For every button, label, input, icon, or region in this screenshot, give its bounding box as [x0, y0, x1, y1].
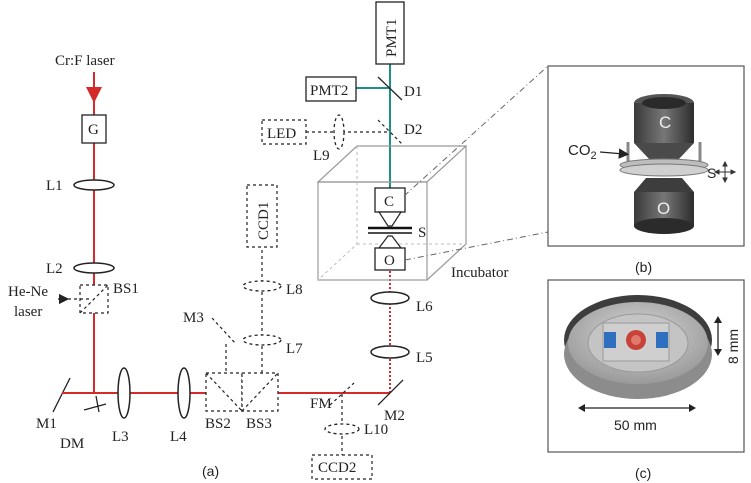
g-label: G	[88, 122, 99, 138]
bs2-label: BS2	[205, 416, 231, 432]
crf-laser-label: Cr:F laser	[55, 53, 115, 69]
dichroic-d1	[377, 76, 403, 101]
width-dimension-label: 50 mm	[614, 417, 657, 433]
he-ne-label: He-Ne	[8, 284, 48, 300]
co2-label: CO2	[568, 142, 597, 162]
pmt1-label: PMT1	[384, 19, 400, 57]
caption-b: (b)	[635, 259, 652, 275]
he-ne-laser-label: laser	[14, 304, 42, 320]
l4-label: L4	[170, 429, 187, 445]
o-label: O	[384, 253, 395, 269]
l6-label: L6	[416, 299, 433, 315]
lens-l10	[324, 423, 360, 435]
ccd2-label: CCD2	[318, 460, 356, 476]
l2-label: L2	[46, 261, 63, 277]
incubator-label: Incubator	[451, 265, 508, 281]
ccd1-label: CCD1	[256, 202, 272, 240]
dm-label: DM	[60, 436, 84, 452]
stage-move-icon	[713, 160, 737, 184]
inset-connector-bottom	[404, 231, 549, 261]
lens-l9	[333, 114, 345, 150]
m2-label: M2	[384, 408, 405, 424]
lens-l8	[242, 280, 282, 292]
lens-l3	[117, 367, 131, 419]
lens-l2	[73, 262, 115, 274]
led-label: LED	[267, 126, 296, 142]
l8-label: L8	[286, 282, 303, 298]
dichroic-mirror-dm	[83, 403, 107, 411]
electrode-left	[604, 332, 616, 348]
electrode-right	[656, 332, 668, 348]
l9-label: L9	[313, 148, 330, 164]
height-dimension-label: 8 mm	[725, 329, 741, 364]
s-label: S	[418, 225, 426, 241]
bs3-label: BS3	[246, 416, 272, 432]
l3-label: L3	[112, 429, 129, 445]
lens-l4	[177, 367, 191, 419]
fm-label: FM	[310, 396, 332, 412]
lens-l7	[242, 334, 282, 346]
d1-label: D1	[404, 84, 422, 100]
led-source	[261, 119, 307, 145]
incubator-box	[316, 145, 468, 281]
inset-o-label: O	[657, 199, 670, 218]
lens-l6	[370, 291, 410, 305]
pmt1-detector	[375, 1, 405, 65]
inset-c-label: C	[659, 113, 671, 132]
mirror-m3	[211, 317, 237, 345]
m3-label: M3	[183, 310, 204, 326]
mirror-m1	[52, 377, 71, 413]
l1-label: L1	[46, 178, 63, 194]
co2-arrow	[599, 148, 630, 159]
lens-l5	[370, 345, 410, 359]
pmt2-label: PMT2	[310, 83, 348, 99]
inset-b-microscope	[619, 94, 709, 234]
inset-connector-top	[403, 65, 549, 197]
c-label: C	[384, 194, 394, 210]
objective-o	[374, 247, 406, 271]
l10-label: L10	[364, 422, 388, 438]
m1-label: M1	[36, 416, 57, 432]
l5-label: L5	[416, 350, 433, 366]
inset-s-label: S	[707, 165, 716, 181]
d2-label: D2	[404, 122, 422, 138]
caption-c: (c)	[635, 465, 651, 481]
ccd2-camera	[311, 454, 373, 480]
caption-a: (a)	[202, 463, 219, 479]
g-box	[81, 114, 107, 144]
bs1-label: BS1	[113, 281, 139, 297]
ccd1-camera	[246, 184, 278, 248]
mirror-m2	[377, 379, 404, 406]
pmt2-detector	[305, 76, 357, 102]
l7-label: L7	[286, 341, 303, 357]
lens-l1	[73, 179, 115, 191]
